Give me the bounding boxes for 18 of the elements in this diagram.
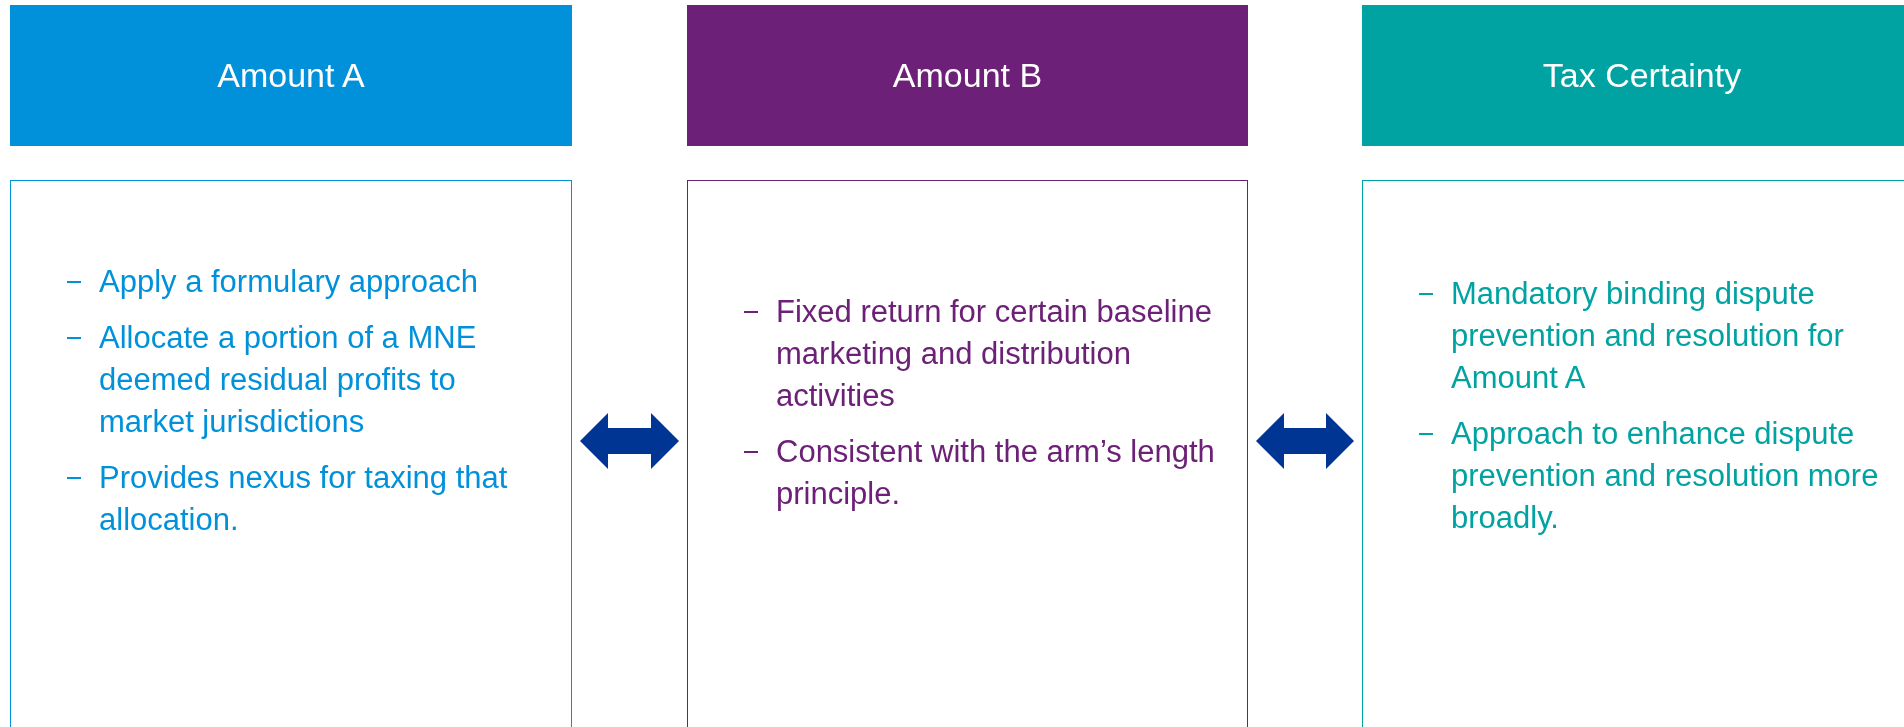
double-arrow bbox=[580, 413, 679, 469]
content-box bbox=[10, 180, 572, 727]
column-heading: Tax Certainty bbox=[1542, 55, 1742, 96]
content-box bbox=[1362, 180, 1904, 727]
column-heading: Amount A bbox=[217, 55, 365, 96]
bullet-text: Consistent with the arm’s length principle. bbox=[776, 433, 1216, 513]
bullet-text: Mandatory binding dispute prevention and resolution for Amount A bbox=[1451, 275, 1845, 397]
bullet-text: Fixed return for certain baseline marketing and distribution activities bbox=[776, 293, 1213, 415]
header-box bbox=[687, 5, 1248, 146]
bullet-text: Apply a formulary approach bbox=[99, 263, 479, 301]
header-box bbox=[10, 5, 572, 146]
column-heading: Amount B bbox=[892, 55, 1043, 96]
bullet-text: Approach to enhance dispute prevention and resolution more broadly. bbox=[1451, 415, 1880, 537]
bullet-text: Allocate a portion of a MNE deemed residual profits to market jurisdictions bbox=[99, 319, 478, 441]
bullet-text: Provides nexus for taxing that allocation. bbox=[99, 459, 509, 539]
content-box bbox=[687, 180, 1248, 727]
double-arrow bbox=[1256, 413, 1354, 469]
header-box bbox=[1362, 5, 1904, 146]
